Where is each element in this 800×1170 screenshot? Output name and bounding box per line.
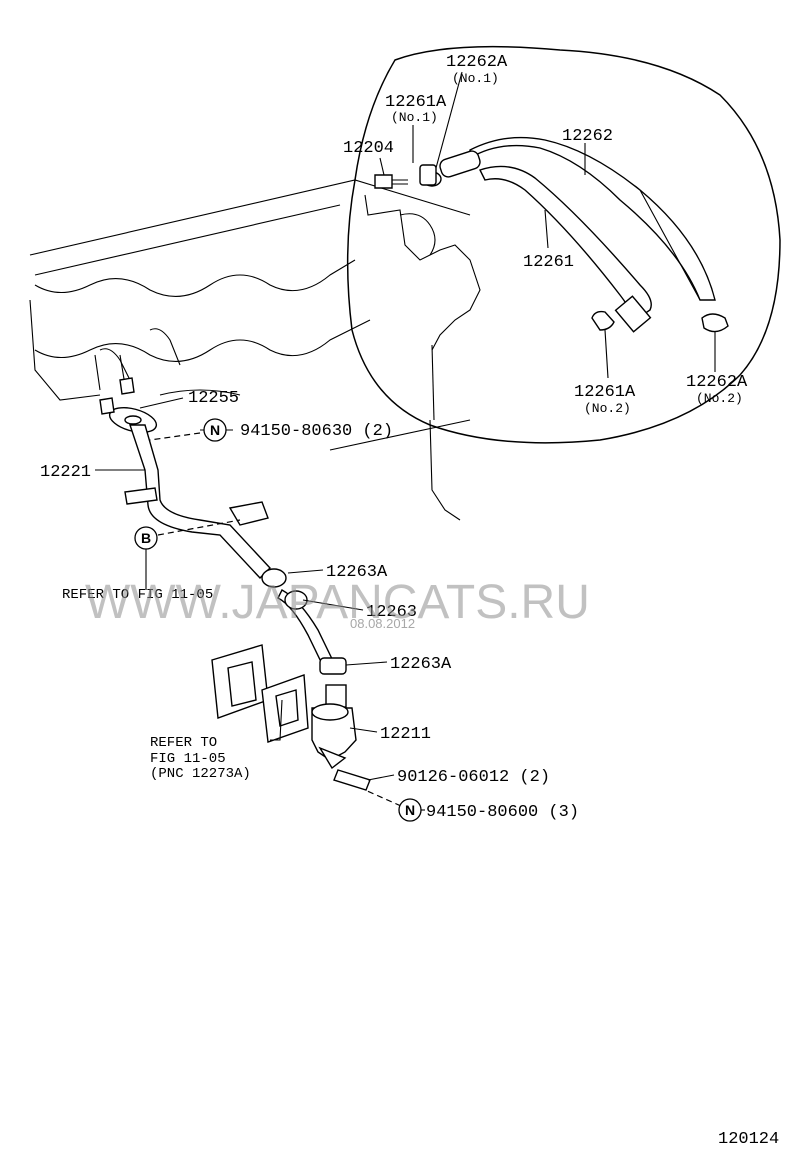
label-12221: 12221 (40, 463, 91, 482)
label-12263A-top: 12263A (326, 563, 388, 582)
label-12262A-no1-sub: (No.1) (452, 71, 499, 86)
stud-90126 (333, 769, 371, 791)
label-12262: 12262 (562, 127, 613, 146)
label-12263A-bottom: 12263A (390, 655, 452, 674)
label-12261A-no1-sub: (No.1) (391, 110, 438, 125)
label-12261A-no1: 12261A (385, 93, 447, 112)
label-12261A-no2: 12261A (574, 383, 636, 402)
b-ref-symbol: B (134, 526, 158, 550)
note-refer-to: REFER TO (150, 735, 217, 751)
clamp-12263A-top (261, 568, 308, 610)
note-pnc-line: (PNC 12273A) (150, 766, 251, 782)
gaskets-refer (211, 644, 309, 743)
clamp-12263A-bottom (319, 657, 347, 675)
label-12255: 12255 (188, 389, 239, 408)
clip-12261A-no2 (591, 310, 615, 331)
svg-text:N: N (405, 802, 415, 818)
engine-outline (29, 179, 471, 521)
note-refer-fig: REFER TO FIG 11-05 (62, 587, 213, 603)
label-94150-80630: 94150-80630 (2) (240, 422, 393, 441)
n-symbol-bottom: N (398, 798, 422, 822)
svg-text:B: B (141, 530, 151, 546)
bolts-at-flange (99, 377, 135, 415)
hose-12262 (469, 136, 716, 301)
label-12262A-no2: 12262A (686, 373, 748, 392)
label-12261A-no2-sub: (No.2) (584, 401, 631, 416)
figure-number: 120124 (718, 1130, 779, 1149)
svg-text:N: N (210, 422, 220, 438)
valve-12211 (311, 684, 357, 770)
note-fig-line: FIG 11-05 (150, 751, 226, 767)
label-12262A-no2-sub: (No.2) (696, 391, 743, 406)
bolt-12204 (374, 174, 408, 189)
detail-zoom-circle (346, 45, 781, 444)
n-symbol-top: N (203, 418, 227, 442)
hose-12261 (479, 165, 652, 333)
clip-12262A-no2 (701, 313, 729, 333)
clip-12261A-no1 (419, 164, 437, 186)
label-12204: 12204 (343, 139, 394, 158)
watermark-date: 08.08.2012 (350, 616, 415, 631)
watermark-text: WWW.JAPANCATS.RU (85, 576, 590, 629)
label-90126-06012: 90126-06012 (2) (397, 768, 550, 787)
label-12262A-no1: 12262A (446, 53, 508, 72)
pipe-12221 (124, 424, 271, 580)
label-94150-80600: 94150-80600 (3) (426, 803, 579, 822)
label-12263: 12263 (366, 603, 417, 622)
label-12211: 12211 (380, 725, 431, 744)
engine-fragment-inset (364, 194, 481, 421)
label-12261: 12261 (523, 253, 574, 272)
